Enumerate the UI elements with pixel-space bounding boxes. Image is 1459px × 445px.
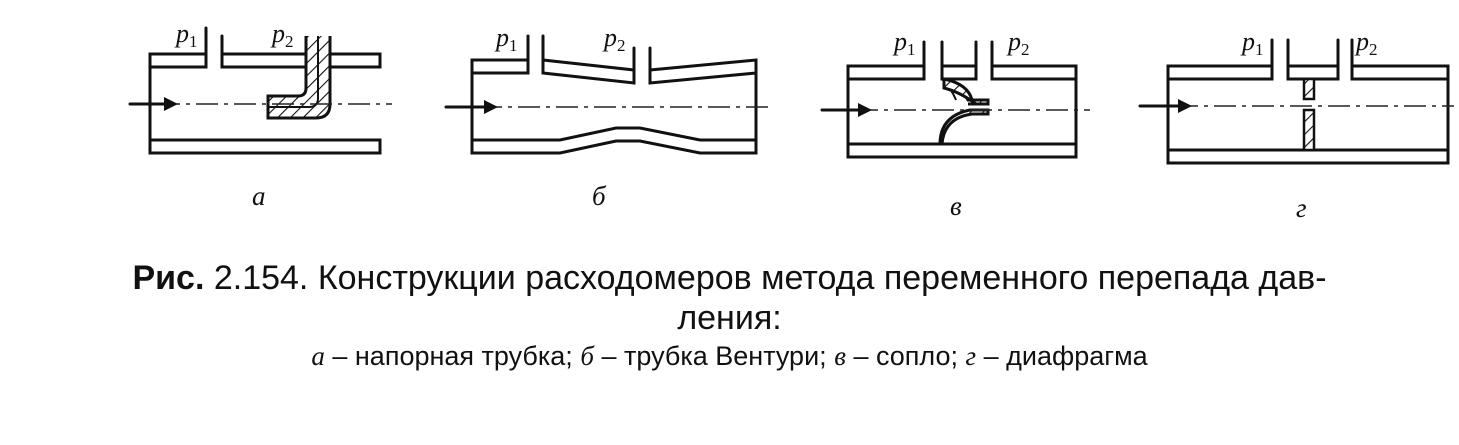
pipe-wall-bottom [1166, 148, 1450, 165]
pipe-wall-bottom [470, 126, 758, 155]
pipe-wall-top [1166, 64, 1274, 81]
pitot-tube [266, 36, 332, 120]
caption-title: Рис. 2.154. Конструкции расходомеров мет… [0, 258, 1459, 298]
pipe-wall-top [470, 58, 530, 75]
label-p1: p1 [1240, 27, 1264, 59]
panel-letter-b: б [592, 181, 607, 211]
orifice-plate [1302, 77, 1316, 101]
label-p1: p1 [174, 19, 198, 51]
panel-letter-g: г [1296, 193, 1307, 223]
panel-g-orifice-plate: p1 p2 г [1138, 27, 1454, 223]
caption-title-line2: ления: [677, 299, 782, 337]
legend-name-v: сопло [875, 341, 951, 371]
legend-name-b: трубка Вентури [623, 341, 820, 371]
pipe-wall-top [1286, 64, 1340, 81]
panel-letter-v: в [950, 191, 962, 221]
caption-fig-number: 2.154. [213, 259, 309, 297]
pipe-wall-top [648, 58, 758, 85]
pipe-wall-top [846, 64, 926, 81]
panel-b-venturi-tube: p1 p2 б [444, 23, 772, 211]
caption-title-line1: Конструкции расходомеров метода переменн… [317, 259, 1327, 297]
pipe-wall-top [328, 52, 382, 69]
legend-name-g: диафрагма [1006, 341, 1148, 371]
pipe-wall-top [990, 64, 1078, 81]
pipe-wall-top [1350, 64, 1450, 81]
legend-letter-v: в [834, 341, 846, 371]
label-p2: p2 [602, 23, 626, 55]
label-p2: p2 [270, 19, 294, 51]
pipe-wall-top [220, 52, 308, 69]
pipe-wall-top [148, 52, 208, 69]
panel-v-nozzle: p1 p2 в [820, 27, 1090, 221]
nozzle [938, 108, 990, 146]
label-p2: p2 [1354, 27, 1378, 59]
legend-letter-g: г [965, 341, 977, 371]
caption-legend: а – напорная трубка; б – трубка Вентури;… [311, 341, 1148, 371]
pipe-wall-top [940, 64, 978, 81]
pipe-wall-bottom [846, 142, 1078, 159]
label-p1: p1 [494, 23, 518, 55]
figure-caption: Рис. 2.154. Конструкции расходомеров мет… [0, 258, 1459, 374]
panel-letter-a: а [252, 181, 266, 211]
legend-name-a: напорная трубка [354, 341, 566, 371]
label-p2: p2 [1006, 27, 1030, 59]
pipe-wall-bottom [148, 138, 382, 155]
pipe-wall-top [541, 58, 636, 85]
panel-a-pitot-tube: p1 p2 а [128, 19, 392, 211]
caption-fig-word: Рис. [132, 259, 205, 297]
label-p1: p1 [892, 27, 916, 59]
legend-letter-b: б [580, 341, 594, 371]
legend-letter-a: а [311, 341, 325, 371]
